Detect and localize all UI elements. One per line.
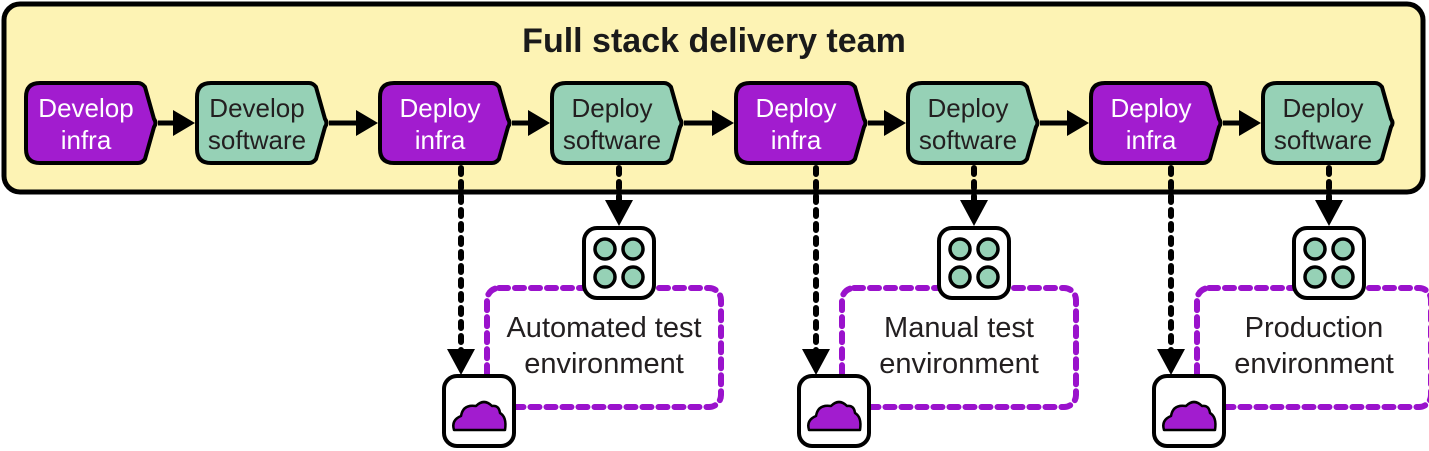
step-shape	[1261, 81, 1395, 165]
arrowhead-icon	[1067, 110, 1089, 136]
environments: Automated test environment Manual test envi…	[442, 165, 1429, 448]
application-icon	[582, 226, 656, 300]
arrowhead-icon	[173, 110, 195, 136]
team-container	[1, 1, 1426, 195]
step-shape	[906, 81, 1040, 165]
cloud-icon	[442, 374, 516, 448]
flow-arrow	[158, 110, 195, 136]
step-label-line2: software	[208, 125, 306, 155]
arrowhead-icon	[528, 110, 550, 136]
application-icon	[937, 226, 1011, 300]
pipeline-steps: DevelopinfraDevelopsoftwareDeployinfraDe…	[24, 81, 1395, 165]
flow-arrow	[1040, 110, 1089, 136]
arrowhead-icon	[1239, 110, 1261, 136]
flow-arrow	[512, 110, 550, 136]
step-label-line2: infra	[61, 125, 112, 155]
arrowhead-icon	[356, 110, 378, 136]
flow-arrow	[868, 110, 906, 136]
step-label-line2: infra	[415, 125, 466, 155]
step-label-line1: Deploy	[1283, 93, 1364, 123]
step-shape	[195, 81, 329, 165]
step-label-line2: software	[1274, 125, 1372, 155]
arrowhead-icon	[712, 110, 734, 136]
step-label-line1: Develop	[38, 93, 133, 123]
step-shape	[1089, 81, 1223, 165]
cloud-icon	[1152, 374, 1226, 448]
environment-label-line1: Automated test	[506, 312, 701, 344]
step-label-line2: software	[563, 125, 661, 155]
arrowhead-icon	[1315, 200, 1343, 226]
step-label-line2: infra	[771, 125, 822, 155]
step-shape	[24, 81, 158, 165]
environment-label-line2: environment	[524, 348, 684, 380]
step-shape	[378, 81, 512, 165]
step-label-line2: software	[919, 125, 1017, 155]
environment-label-line2: environment	[879, 348, 1039, 380]
arrowhead-icon	[884, 110, 906, 136]
team-title: Full stack delivery team	[522, 22, 906, 60]
flow-arrow	[329, 110, 378, 136]
application-icon	[1292, 226, 1366, 300]
environment-group: Production environment	[1152, 165, 1429, 448]
flow-arrow	[684, 110, 734, 136]
arrowhead-icon	[802, 349, 830, 375]
step-label-line1: Deploy	[756, 93, 837, 123]
step-label-line2: infra	[1126, 125, 1177, 155]
environment-label-line1: Production	[1245, 312, 1384, 344]
environment-group: Automated test environment	[442, 165, 724, 448]
step-label-line1: Deploy	[400, 93, 481, 123]
arrowhead-icon	[605, 200, 633, 226]
step-label-line1: Develop	[209, 93, 304, 123]
arrowhead-icon	[960, 200, 988, 226]
step-shape	[550, 81, 684, 165]
step-label-line1: Deploy	[928, 93, 1009, 123]
environment-group: Manual test environment	[797, 165, 1079, 448]
environment-label-line2: environment	[1234, 348, 1394, 380]
arrowhead-icon	[1157, 349, 1185, 375]
environment-label-line1: Manual test	[884, 312, 1034, 344]
arrowhead-icon	[447, 349, 475, 375]
step-label-line1: Deploy	[572, 93, 653, 123]
flow-arrow	[1223, 110, 1261, 136]
pipeline-arrows	[158, 110, 1261, 136]
cloud-icon	[797, 374, 871, 448]
step-label-line1: Deploy	[1111, 93, 1192, 123]
step-shape	[734, 81, 868, 165]
